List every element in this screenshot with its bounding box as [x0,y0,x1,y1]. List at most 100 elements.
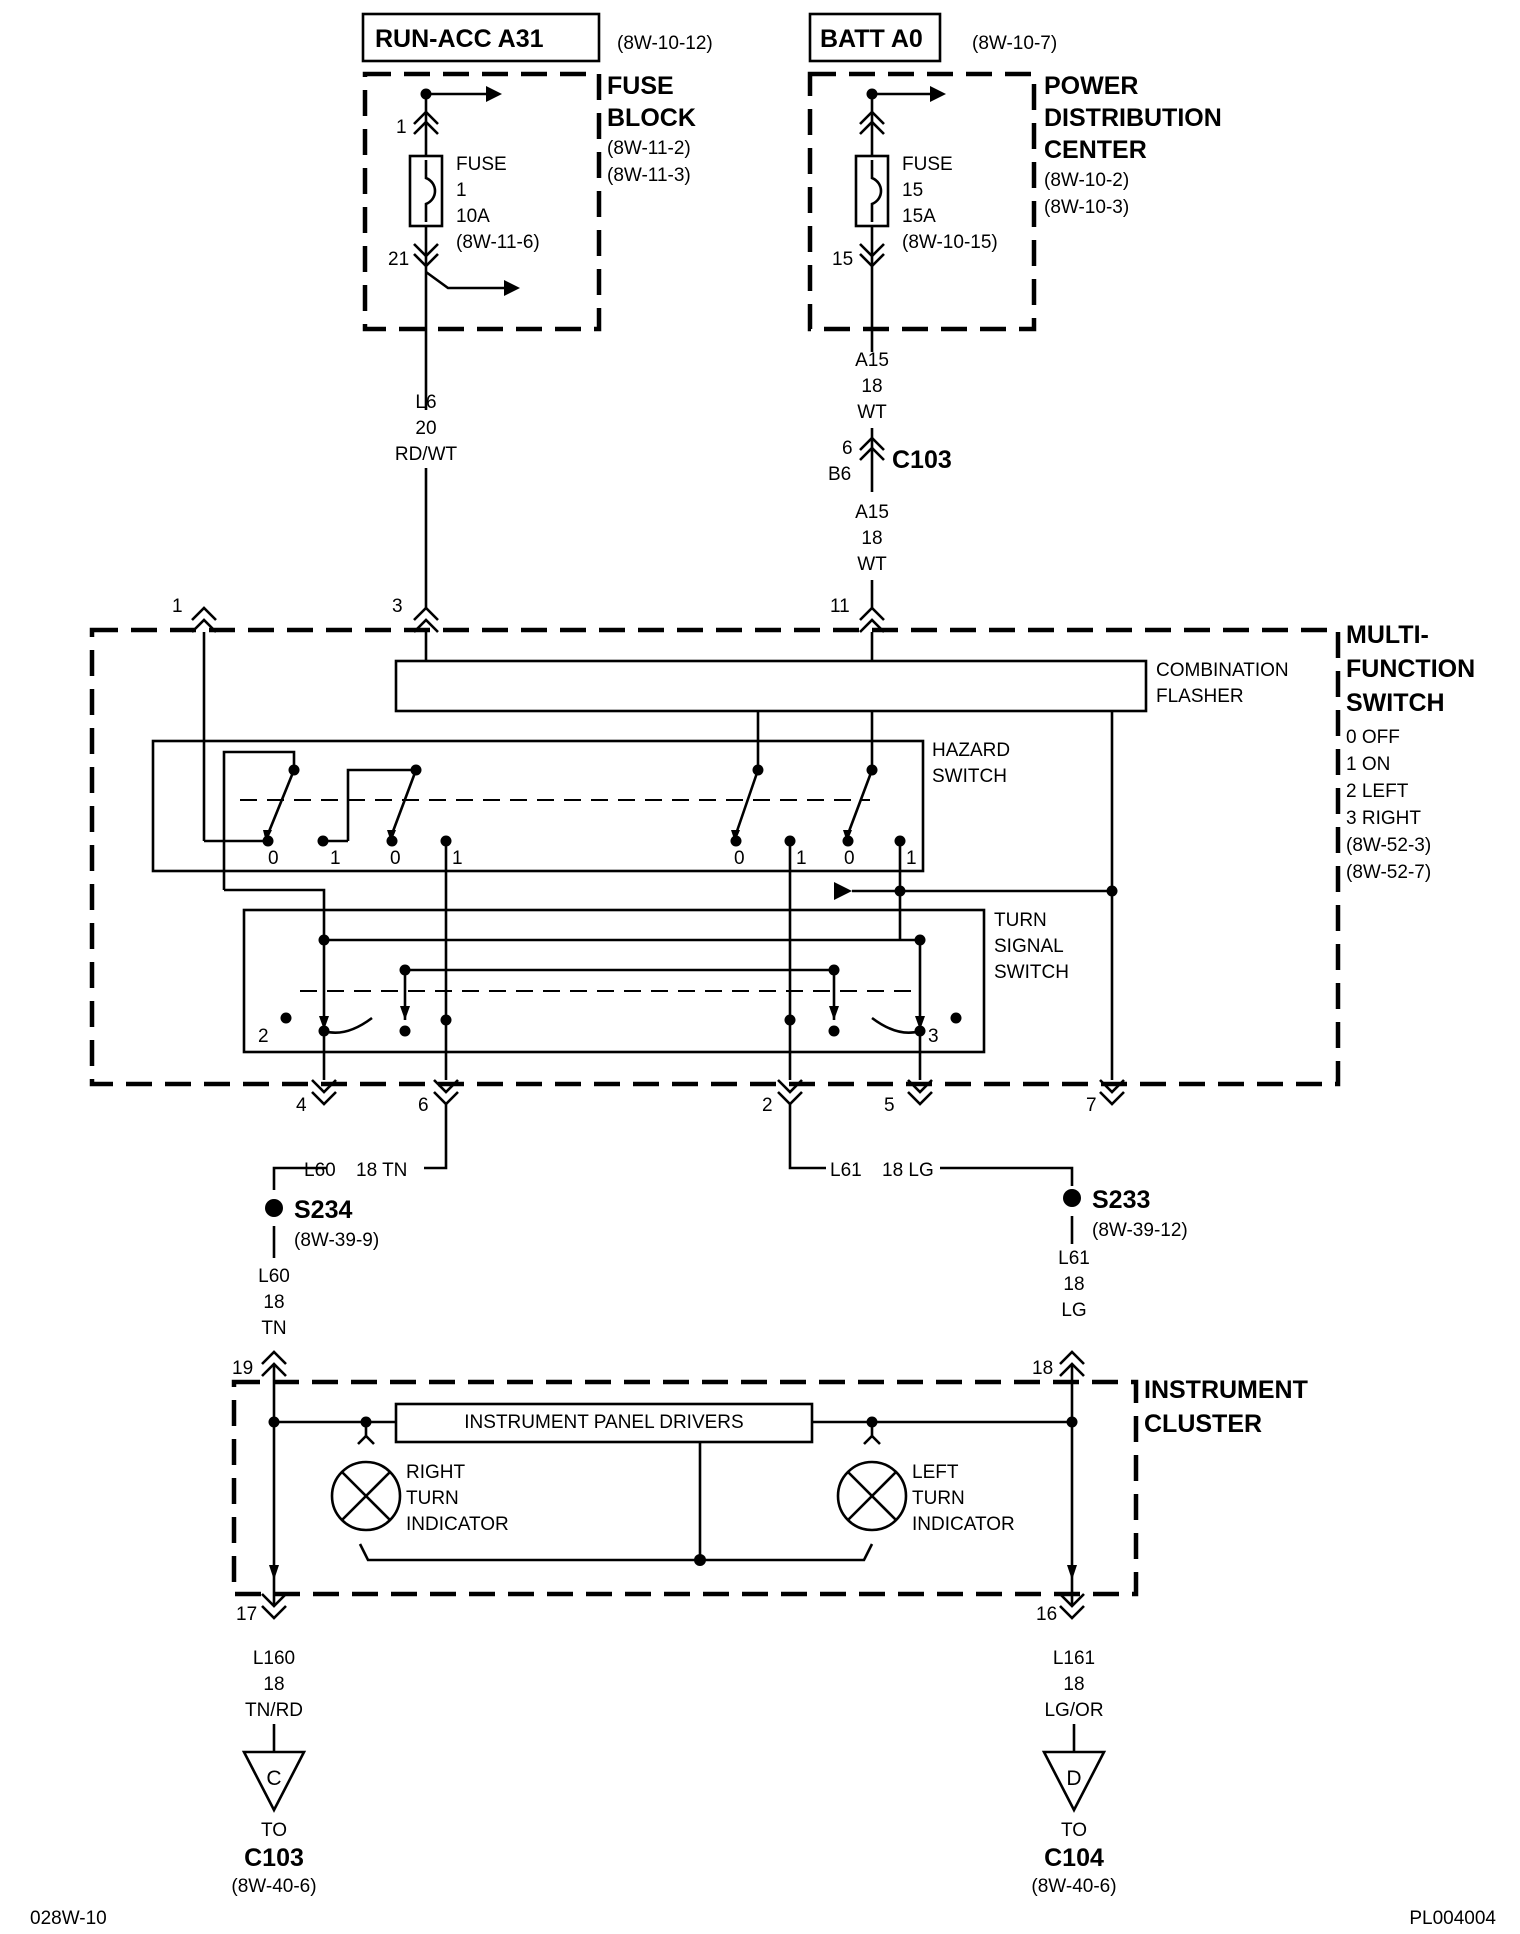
connector-d-ref: (8W-40-6) [1031,1876,1116,1897]
run-acc-label: RUN-ACC A31 [375,25,544,53]
fuse-block-title-1: FUSE [607,72,674,100]
mfs-pin-11: 11 [830,596,850,617]
hazard-label-2: SWITCH [932,766,1007,787]
s234-label: S234 [294,1196,352,1224]
l160-color: TN/RD [245,1700,303,1721]
mfs-pos-2: 2 LEFT [1346,781,1409,802]
fuse-15-label: FUSE [902,154,953,175]
c103-label: C103 [892,446,952,474]
fuse-1-label: FUSE [456,154,507,175]
l61-top-gauge: 18 LG [882,1160,934,1181]
a15b-gauge: 18 [861,528,882,549]
fuse-15-ref: (8W-10-15) [902,232,998,253]
s233-ref: (8W-39-12) [1092,1220,1188,1241]
hazard-contacts [202,632,906,890]
l60-top-wire [272,1104,448,1190]
batt-ref: (8W-10-7) [972,33,1057,54]
mfs-pin-6: 6 [418,1095,429,1116]
left-indicator-label-3: INDICATOR [912,1514,1015,1535]
l60-top-circuit: L60 [304,1160,336,1181]
hz-pos-1d: 1 [906,848,917,869]
l60-color: TN [261,1318,286,1339]
cluster-title-2: CLUSTER [1144,1410,1262,1438]
l161-circuit: L161 [1053,1648,1095,1669]
hazard-label-1: HAZARD [932,740,1010,761]
connector-d-name: C104 [1044,1844,1104,1872]
connector-c-letter: C [266,1767,281,1790]
hz-pos-0d: 0 [844,848,855,869]
turn-label-1: TURN [994,910,1047,931]
left-indicator-label-2: TURN [912,1488,965,1509]
connector-d-to: TO [1061,1820,1087,1841]
a15b-color: WT [857,554,887,575]
footer-right-code: PL004004 [1409,1908,1496,1929]
l6-circuit: L6 [415,392,436,413]
mfs-title-2: FUNCTION [1346,655,1475,683]
left-indicator-label-1: LEFT [912,1462,959,1483]
run-acc-box [361,12,601,63]
run-acc-ref: (8W-10-12) [617,33,713,54]
connector-c-name: C103 [244,1844,304,1872]
hz-pos-0b: 0 [390,848,401,869]
flasher-label-1: COMBINATION [1156,660,1289,681]
ts-pos-2: 2 [258,1026,269,1047]
mfs-ref-1: (8W-52-3) [1346,835,1431,856]
turn-contacts [224,841,962,1080]
s234-ref: (8W-39-9) [294,1230,379,1251]
fuse-15-number: 15 [902,180,923,201]
fuse-1-rating: 10A [456,206,490,227]
s233-label: S233 [1092,1186,1150,1214]
l61-gauge: 18 [1063,1274,1084,1295]
connector-c-to: TO [261,1820,287,1841]
fuse-block-ref-2: (8W-11-3) [607,165,691,186]
hz-pos-0c: 0 [734,848,745,869]
l160-circuit: L160 [253,1648,295,1669]
cluster-pin-19: 19 [232,1358,253,1379]
cluster-pin-17: 17 [236,1604,257,1625]
fuse-block-pin-in: 1 [396,117,407,138]
pdc-pin-out: 15 [832,249,853,270]
l61-color: LG [1061,1300,1086,1321]
turn-label-2: SIGNAL [994,936,1064,957]
mfs-pos-3: 3 RIGHT [1346,808,1421,829]
hz-pos-1b: 1 [452,848,463,869]
c103-pin-b: B6 [828,464,851,485]
fuse-block-pin-out: 21 [388,249,409,270]
batt-box [808,12,942,63]
left-turn-indicator-icon [836,1460,908,1532]
fuse-15-rating: 15A [902,206,936,227]
cluster-pin-16: 16 [1036,1604,1057,1625]
mfs-pin-7: 7 [1086,1095,1097,1116]
mfs-top-connectors [191,606,885,633]
s233-splice-dot [1063,1189,1081,1207]
l160-gauge: 18 [263,1674,284,1695]
cluster-connectors [261,1350,1085,1620]
pdc-title-3: CENTER [1044,136,1147,164]
batt-label: BATT A0 [820,25,923,53]
l61-top-circuit: L61 [830,1160,862,1181]
right-turn-indicator-icon [330,1460,402,1532]
flasher-output-7 [834,711,1118,1080]
s234-splice-dot [265,1199,283,1217]
mfs-pin-4: 4 [296,1095,307,1116]
fuse-block-title-2: BLOCK [607,104,696,132]
l60-top-gauge: 18 TN [356,1160,407,1181]
a15b-circuit: A15 [855,502,889,523]
cluster-pin-18: 18 [1032,1358,1053,1379]
fuse-1-circuit [408,86,520,410]
cluster-title-1: INSTRUMENT [1144,1376,1308,1404]
l60-circuit: L60 [258,1266,290,1287]
mfs-title-1: MULTI- [1346,621,1429,649]
connector-d-triangle-icon [1041,1750,1107,1813]
fuse-block-ref-1: (8W-11-2) [607,138,691,159]
mfs-outline [89,627,1341,1087]
fuse-1-ref: (8W-11-6) [456,232,540,253]
mfs-pin-2: 2 [762,1095,773,1116]
connector-c-ref: (8W-40-6) [231,1876,316,1897]
cluster-outline [231,1379,1139,1597]
l61-top-wire [788,1104,1074,1186]
turn-label-3: SWITCH [994,962,1069,983]
mfs-pos-1: 1 ON [1346,754,1390,775]
pdc-ref-2: (8W-10-3) [1044,197,1129,218]
